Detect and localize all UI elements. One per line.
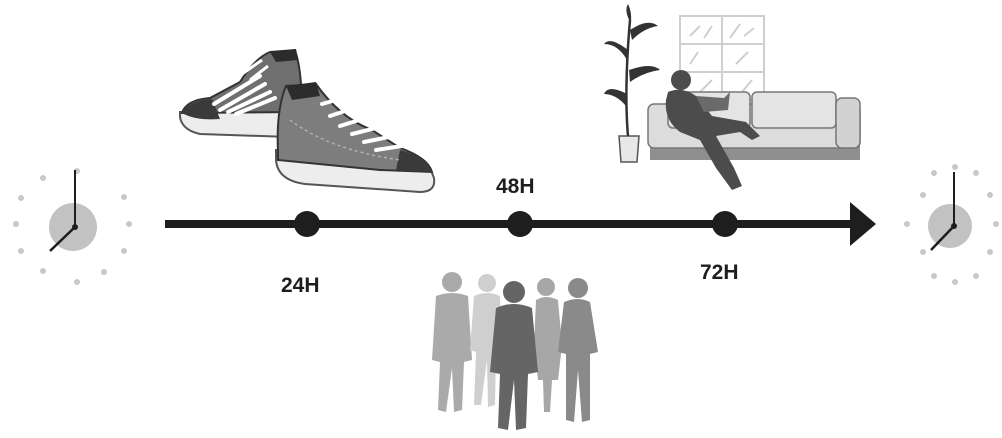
- label-48h: 48H: [496, 175, 535, 198]
- label-72h: 72H: [700, 261, 739, 284]
- person-relaxing-on-sofa-illustration: [604, 4, 861, 190]
- seated-man-silhouette: [665, 70, 760, 190]
- marker-72h: [712, 211, 738, 237]
- person-silhouette: [534, 278, 562, 412]
- person-silhouette: [558, 278, 598, 422]
- clock-dots: [13, 168, 132, 285]
- potted-plant: [604, 4, 660, 163]
- marker-48h: [507, 211, 533, 237]
- sneakers-illustration: [179, 48, 436, 194]
- sneaker-front: [275, 82, 436, 194]
- person-silhouette: [432, 272, 472, 412]
- bookshelf: [679, 15, 765, 101]
- sneaker-back: [179, 48, 304, 139]
- clock-icon-start: [13, 168, 132, 285]
- label-24h: 24H: [281, 274, 320, 297]
- person-silhouette: [490, 281, 538, 430]
- marker-24h: [294, 211, 320, 237]
- clock-dots: [904, 164, 999, 285]
- group-of-people-illustration: [432, 272, 598, 430]
- person-silhouette: [470, 274, 502, 407]
- clock-icon-end: [904, 164, 999, 285]
